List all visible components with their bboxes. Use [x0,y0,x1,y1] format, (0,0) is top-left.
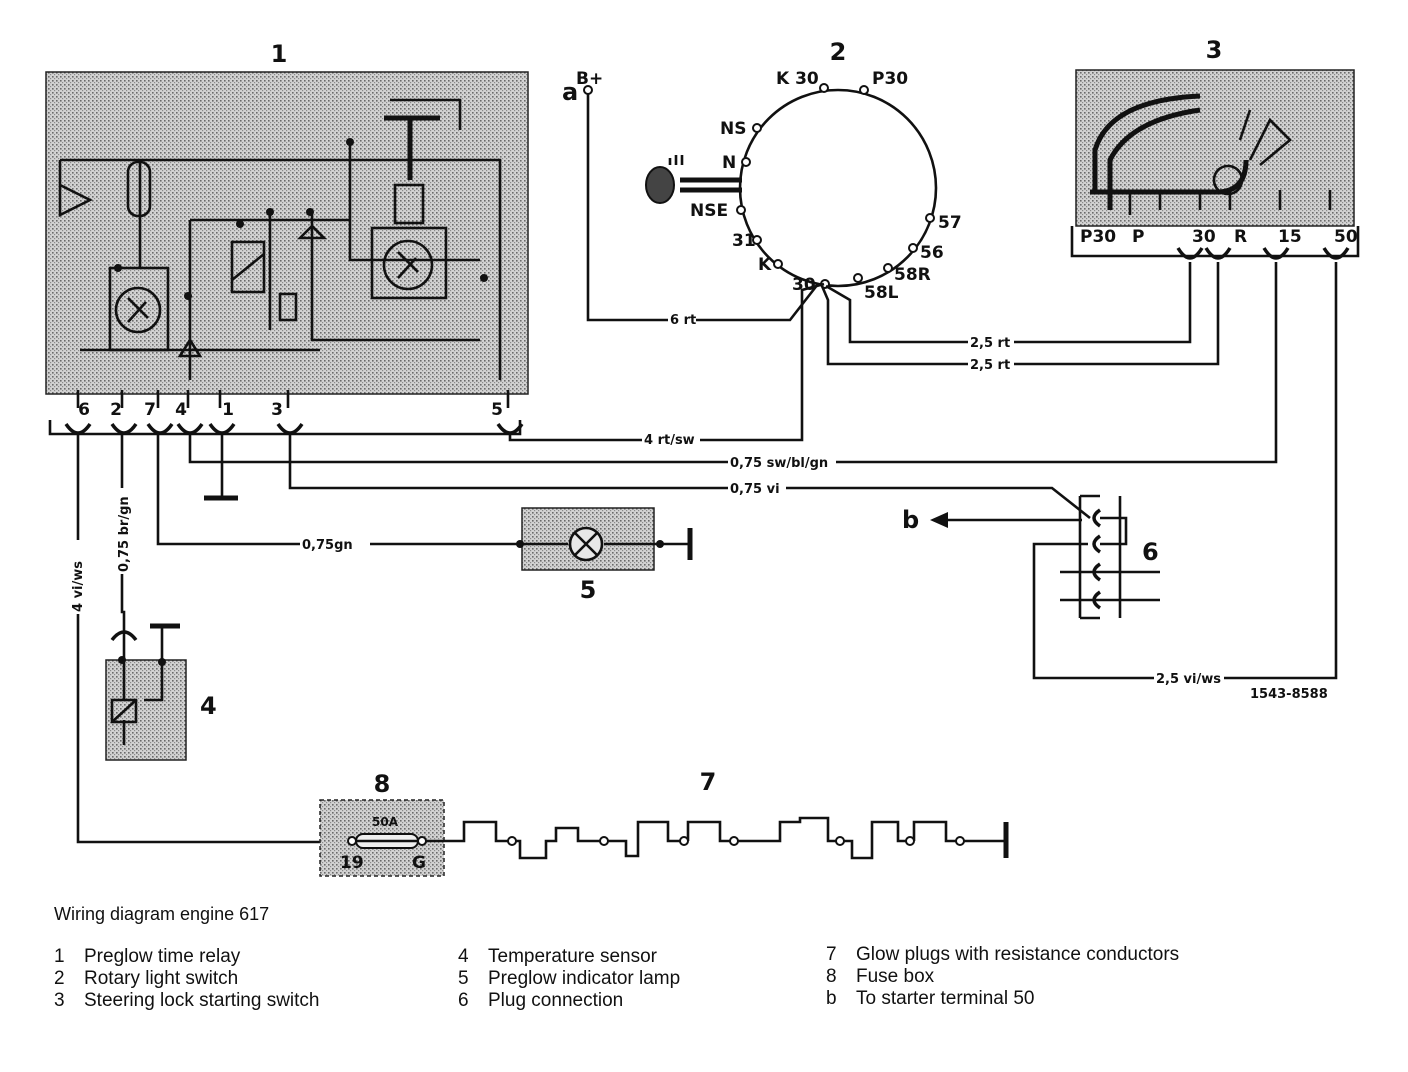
relay-terminal-2: 2 [110,400,122,420]
lock-terminal-50: 50 [1334,227,1358,247]
component-label-6: 6 [1142,538,1159,566]
component-label-8: 8 [374,770,391,798]
switch-terminal-labels: K 30 P30 NS N NSE 31 K 30 57 56 58R 58L [690,69,962,303]
switch-terminal-57: 57 [938,213,962,233]
point-a: a [562,78,578,106]
rotary-light-switch [645,83,938,289]
component-label-4: 4 [200,692,217,720]
relay-terminal-labels: 6 2 7 4 1 3 5 [78,400,503,420]
wire-label-25rt-upper: 2,5 rt [970,336,1010,351]
wire-label-075gn: 0,75gn [302,538,353,553]
wire-label-4viws: 4 vi/ws [71,561,86,612]
component-label-2: 2 [830,38,847,66]
switch-terminal-p30: P30 [872,69,908,89]
preglow-indicator-lamp [516,507,693,571]
point-bplus: B+ [576,69,603,89]
wire-label-075vi: 0,75 vi [730,482,780,497]
switch-terminal-58l: 58L [864,283,899,303]
preglow-time-relay [45,71,529,408]
switch-terminal-58r: 58R [894,265,931,285]
lock-terminal-r: R [1234,227,1247,247]
wire-label-4rtsw: 4 rt/sw [644,433,695,448]
point-b: b [902,506,919,534]
wire-labels: 6 rt 2,5 rt 2,5 rt 4 rt/sw 0,75 sw/bl/gn… [70,312,1224,687]
relay-terminal-5: 5 [491,400,503,420]
fuse-terminal-g: G [412,853,426,873]
plug-connection [1060,494,1160,620]
relay-connector-strip [48,420,524,436]
switch-terminal-nse: NSE [690,201,728,221]
temperature-sensor [105,623,187,761]
component-label-3: 3 [1206,36,1223,64]
drawing-code: 1543-8588 [1250,687,1328,702]
switch-terminal-n: N [722,153,736,173]
relay-terminal-1: 1 [222,400,234,420]
relay-terminal-4: 4 [175,400,187,420]
switch-terminal-31: 31 [732,231,756,251]
steering-lock-switch [1070,69,1360,258]
switch-terminal-k30: K 30 [776,69,819,89]
lock-terminal-30: 30 [1192,227,1216,247]
wire-label-075swblgn: 0,75 sw/bl/gn [730,456,828,471]
relay-terminal-6: 6 [78,400,90,420]
switch-terminal-k: K [758,255,772,275]
lock-terminal-15: 15 [1278,227,1302,247]
switch-terminal-ns: NS [720,119,746,139]
fuse-rating: 50A [372,815,399,829]
lock-terminal-labels: P30 P 30 R 15 50 [1080,227,1358,247]
wire-label-25viws: 2,5 vi/ws [1156,672,1221,687]
lock-terminal-p30: P30 [1080,227,1116,247]
wire-label-6rt: 6 rt [670,313,696,328]
wire-label-075brgn: 0,75 br/gn [117,496,132,572]
glow-plugs [426,816,1009,860]
fuse-terminal-19: 19 [340,853,364,873]
wire-label-25rt-lower: 2,5 rt [970,358,1010,373]
relay-terminal-7: 7 [144,400,156,420]
switch-terminal-30: 30 [792,275,816,295]
fuse-box [319,799,445,877]
component-label-1: 1 [271,40,288,68]
component-label-5: 5 [580,576,597,604]
component-label-7: 7 [700,768,717,796]
relay-terminal-3: 3 [271,400,283,420]
switch-terminal-56: 56 [920,243,944,263]
lock-terminal-p: P [1132,227,1144,247]
